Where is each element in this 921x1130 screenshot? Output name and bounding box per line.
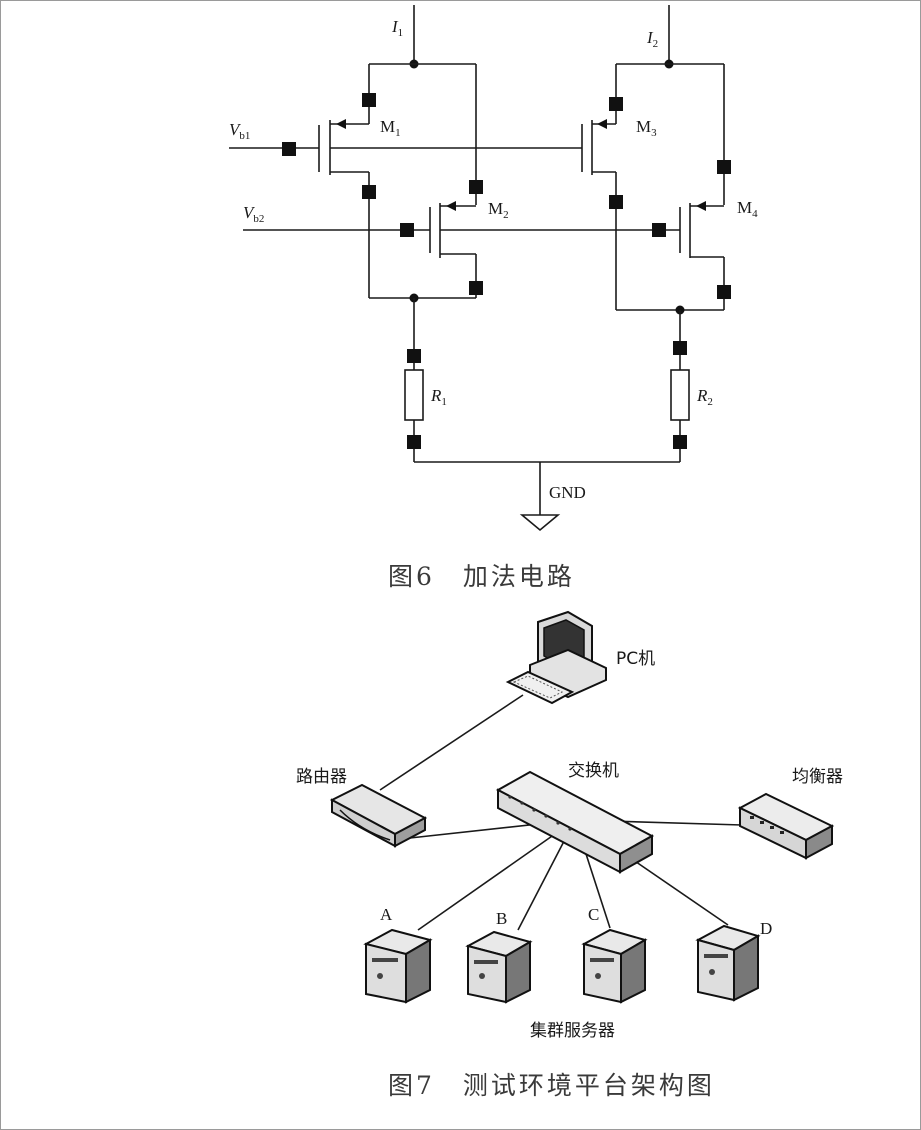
server-d-label: D <box>760 919 772 938</box>
network-architecture-diagram: PC机 路由器 交换机 <box>296 610 843 1041</box>
resistor-r2: R2 <box>670 341 713 462</box>
m1-label: M1 <box>380 117 401 139</box>
transistor-m3: M3 <box>581 97 657 310</box>
gnd-label: GND <box>549 483 586 502</box>
figure7-caption: 图7 测试环境平台架构图 <box>388 1071 715 1100</box>
transistor-m4: M4 <box>679 160 758 310</box>
server-c-label: C <box>588 905 599 924</box>
m2-label: M2 <box>488 199 509 221</box>
server-a-label: A <box>380 905 393 924</box>
server-c-icon: C <box>581 905 648 1004</box>
i1-label: I1 <box>391 17 403 39</box>
switch-icon: 交换机 <box>495 761 655 874</box>
load-balancer-icon: 均衡器 <box>737 767 843 860</box>
m4-label: M4 <box>737 198 758 220</box>
i2-label: I2 <box>646 28 658 50</box>
transistor-m1: M1 <box>318 93 401 298</box>
vb2-label: Vb2 <box>243 203 264 225</box>
pc-label: PC机 <box>616 649 655 669</box>
pc-computer-icon: PC机 <box>505 610 655 705</box>
ground-symbol: GND <box>414 461 680 532</box>
r2-label: R2 <box>696 386 713 408</box>
adder-circuit-diagram: I1 M1 Vb1 <box>229 5 758 532</box>
resistor-r1: R1 <box>404 349 447 462</box>
figure6-caption: 图6 加法电路 <box>388 562 575 591</box>
vb1-label: Vb1 <box>229 120 250 142</box>
server-d-icon: D <box>695 919 772 1002</box>
router-label: 路由器 <box>296 767 347 787</box>
router-icon: 路由器 <box>296 767 428 848</box>
current-source-i1: I1 <box>391 5 415 64</box>
server-a-icon: A <box>363 905 433 1004</box>
balancer-label: 均衡器 <box>792 767 843 787</box>
server-b-icon: B <box>465 909 533 1004</box>
bias-line-vb2: Vb2 <box>243 203 680 237</box>
r1-label: R1 <box>430 386 447 408</box>
switch-label: 交换机 <box>568 761 619 781</box>
m3-label: M3 <box>636 117 657 139</box>
current-source-i2: I2 <box>646 5 670 64</box>
cluster-label: 集群服务器 <box>530 1021 615 1041</box>
bias-line-vb1: Vb1 <box>229 120 582 156</box>
transistor-m2: M2 <box>429 180 509 298</box>
server-b-label: B <box>496 909 507 928</box>
